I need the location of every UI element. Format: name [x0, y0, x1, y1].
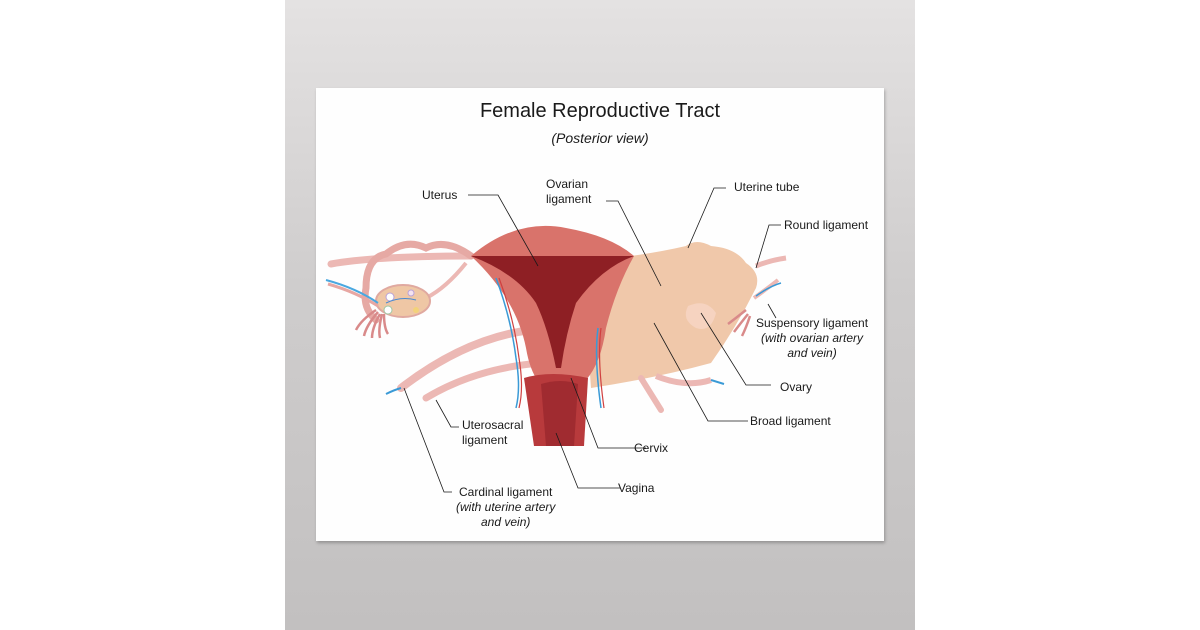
- uterus: [471, 225, 634, 446]
- label-uterosacral-line1: Uterosacral: [462, 418, 524, 432]
- label-cardinal-ligament: Cardinal ligament (with uterine artery a…: [456, 485, 555, 530]
- poster-subtitle: (Posterior view): [551, 130, 649, 146]
- label-suspensory-note-2: and vein): [787, 346, 837, 360]
- label-ovarian-ligament: Ovarian ligament: [546, 177, 591, 207]
- label-uterus: Uterus: [422, 188, 458, 202]
- poster-title: Female Reproductive Tract: [479, 100, 721, 122]
- anatomy-illustration: [325, 187, 787, 493]
- label-broad-ligament: Broad ligament: [750, 414, 831, 428]
- label-uterosacral-line2: ligament: [462, 433, 508, 447]
- label-uterine-tube: Uterine tube: [734, 180, 800, 194]
- label-cardinal-note-2: and vein): [481, 515, 531, 529]
- label-suspensory-note-1: (with ovarian artery: [761, 331, 864, 345]
- leader-lines: [403, 187, 781, 493]
- label-cervix: Cervix: [634, 441, 669, 455]
- right-structures: [586, 242, 787, 413]
- anatomy-poster: Female Reproductive Tract (Posterior vie…: [316, 88, 884, 541]
- label-vagina: Vagina: [618, 481, 655, 495]
- label-round-ligament: Round ligament: [784, 218, 869, 232]
- left-structures: [325, 240, 545, 402]
- label-suspensory-ligament: Suspensory ligament (with ovarian artery…: [756, 316, 868, 361]
- label-cardinal-note-1: (with uterine artery: [456, 500, 556, 514]
- label-suspensory-ligament-title: Suspensory ligament: [756, 316, 869, 330]
- label-ovarian-ligament-line1: Ovarian: [546, 177, 589, 191]
- label-ovarian-ligament-line2: ligament: [546, 192, 592, 206]
- label-cardinal-title: Cardinal ligament: [458, 485, 553, 499]
- label-ovary: Ovary: [780, 380, 813, 394]
- label-uterosacral-ligament: Uterosacral ligament: [462, 418, 523, 448]
